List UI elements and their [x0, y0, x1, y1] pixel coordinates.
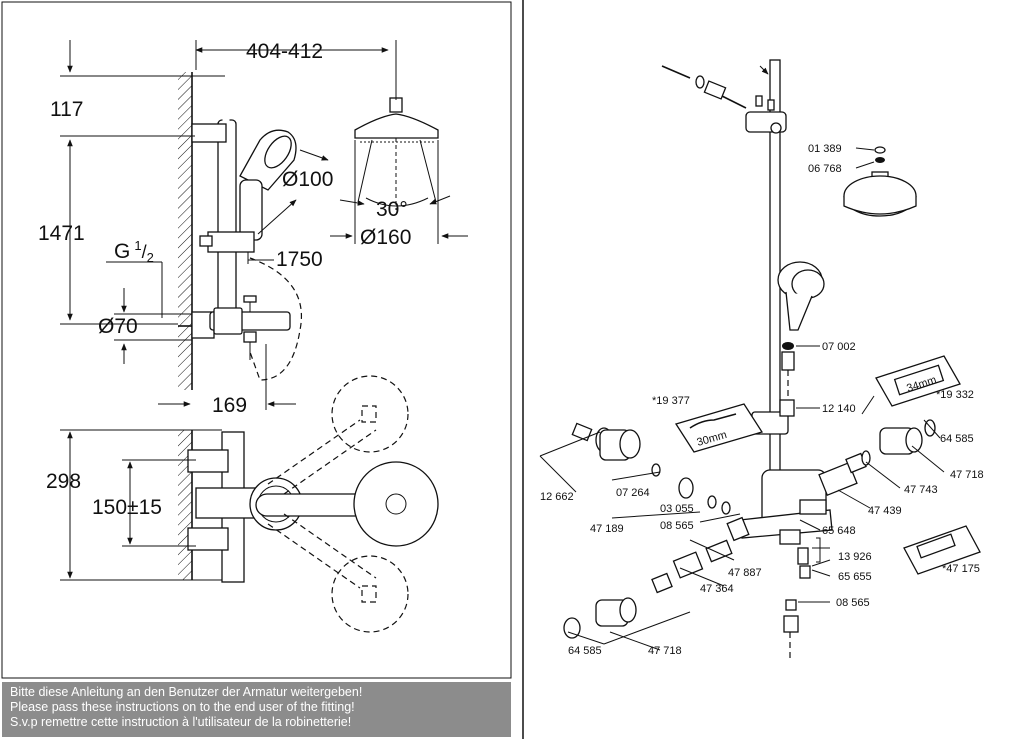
- part-64585-left: 64 585: [568, 645, 602, 657]
- part-64585-right: 64 585: [940, 433, 974, 445]
- part-19377: *19 377: [652, 395, 690, 407]
- part-65648: 65 648: [822, 525, 856, 537]
- dim-centers: 150±15: [92, 496, 162, 519]
- part-47743: 47 743: [904, 484, 938, 496]
- part-06768: 06 768: [808, 163, 842, 175]
- notice-en: Please pass these instructions on to the…: [10, 700, 355, 714]
- dim-width: 404-412: [246, 40, 323, 63]
- part-08565-upper: 08 565: [660, 520, 694, 532]
- part-47439: 47 439: [868, 505, 902, 517]
- part-47718-left: 47 718: [648, 645, 682, 657]
- notice-fr: S.v.p remettre cette instruction à l'uti…: [10, 715, 352, 729]
- dimension-view-top: [60, 40, 468, 410]
- dim-angle: 30°: [376, 198, 408, 221]
- part-07264: 07 264: [616, 487, 650, 499]
- handover-notice: Bitte diese Anleitung an den Benutzer de…: [2, 682, 511, 737]
- part-19332: *19 332: [936, 389, 974, 401]
- part-47189: 47 189: [590, 523, 624, 535]
- part-13926: 13 926: [838, 551, 872, 563]
- notice-de: Bitte diese Anleitung an den Benutzer de…: [10, 685, 363, 699]
- part-01389: 01 389: [808, 143, 842, 155]
- part-65655: 65 655: [838, 571, 872, 583]
- part-47887: 47 887: [728, 567, 762, 579]
- exploded-parts-view: [539, 49, 981, 660]
- part-47364: 47 364: [700, 583, 734, 595]
- dim-hose-length: 1750: [276, 248, 323, 271]
- dim-1471: 1471: [38, 222, 85, 245]
- dim-body-dia: Ø70: [98, 315, 138, 338]
- dimension-view-front: [60, 375, 439, 633]
- part-03055: 03 055: [660, 503, 694, 515]
- left-panel-frame: [1, 1, 512, 679]
- part-47718-right: 47 718: [950, 469, 984, 481]
- part-08565-lower: 08 565: [836, 597, 870, 609]
- part-07002: 07 002: [822, 341, 856, 353]
- dim-hand-shower-dia: Ø100: [282, 168, 333, 191]
- part-47175: *47 175: [942, 563, 980, 575]
- part-12662: 12 662: [540, 491, 574, 503]
- dim-head-dia: Ø160: [360, 226, 411, 249]
- dim-117: 117: [50, 98, 83, 121]
- part-12140: 12 140: [822, 403, 856, 415]
- dim-mixer-height: 298: [46, 470, 81, 493]
- dim-depth: 169: [212, 394, 247, 417]
